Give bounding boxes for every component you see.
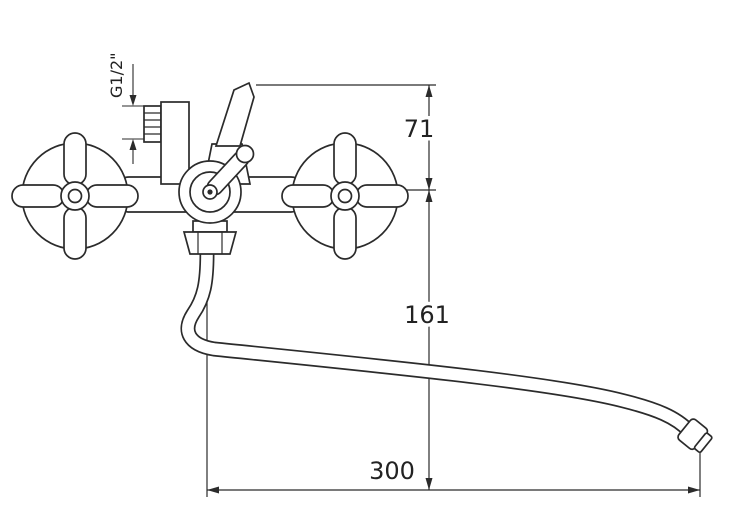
thread-size-label: G1/2" xyxy=(107,52,126,98)
arrow-up-thread xyxy=(129,139,137,150)
left-handle-hub-center xyxy=(67,188,83,204)
left-handle-arm-left xyxy=(11,184,65,208)
arrow-up-top xyxy=(425,85,433,97)
right-handle-arm-left xyxy=(281,184,335,208)
spout-core xyxy=(182,252,694,436)
thread-stub xyxy=(143,105,162,143)
dimension-161-label: 161 xyxy=(404,301,450,329)
dimension-71-label: 71 xyxy=(404,115,435,143)
arrow-up-axis xyxy=(425,190,433,202)
spout xyxy=(180,252,713,454)
left-handle xyxy=(11,132,139,260)
center-assembly xyxy=(178,144,255,224)
left-handle-arm-up xyxy=(63,132,87,186)
spout-nut xyxy=(182,220,238,255)
faucet xyxy=(11,81,713,454)
arrow-down-bottom xyxy=(425,478,433,490)
dimension-300-label: 300 xyxy=(369,457,415,485)
diverter-blade xyxy=(214,81,255,147)
arrow-down-axis xyxy=(425,178,433,190)
dimension-labels: G1/2" 71 161 300 xyxy=(107,52,453,488)
aerator-tip xyxy=(693,432,713,454)
arrow-down-thread xyxy=(129,95,137,106)
right-handle-arm-right xyxy=(355,184,409,208)
arrow-left-reach xyxy=(207,486,219,494)
diverter-lever-knob xyxy=(235,144,255,164)
right-handle xyxy=(281,132,409,260)
right-handle-arm-down xyxy=(333,206,357,260)
arrow-right-reach xyxy=(688,486,700,494)
center-dot xyxy=(207,189,213,195)
spout-aerator xyxy=(677,418,713,454)
left-handle-arm-right xyxy=(85,184,139,208)
right-handle-hub-center xyxy=(337,188,353,204)
diverter-lever-core xyxy=(208,152,248,194)
right-handle-arm-up xyxy=(333,132,357,186)
left-handle-arm-down xyxy=(63,206,87,260)
riser-pipe xyxy=(160,101,190,185)
nut-hex xyxy=(182,231,238,255)
